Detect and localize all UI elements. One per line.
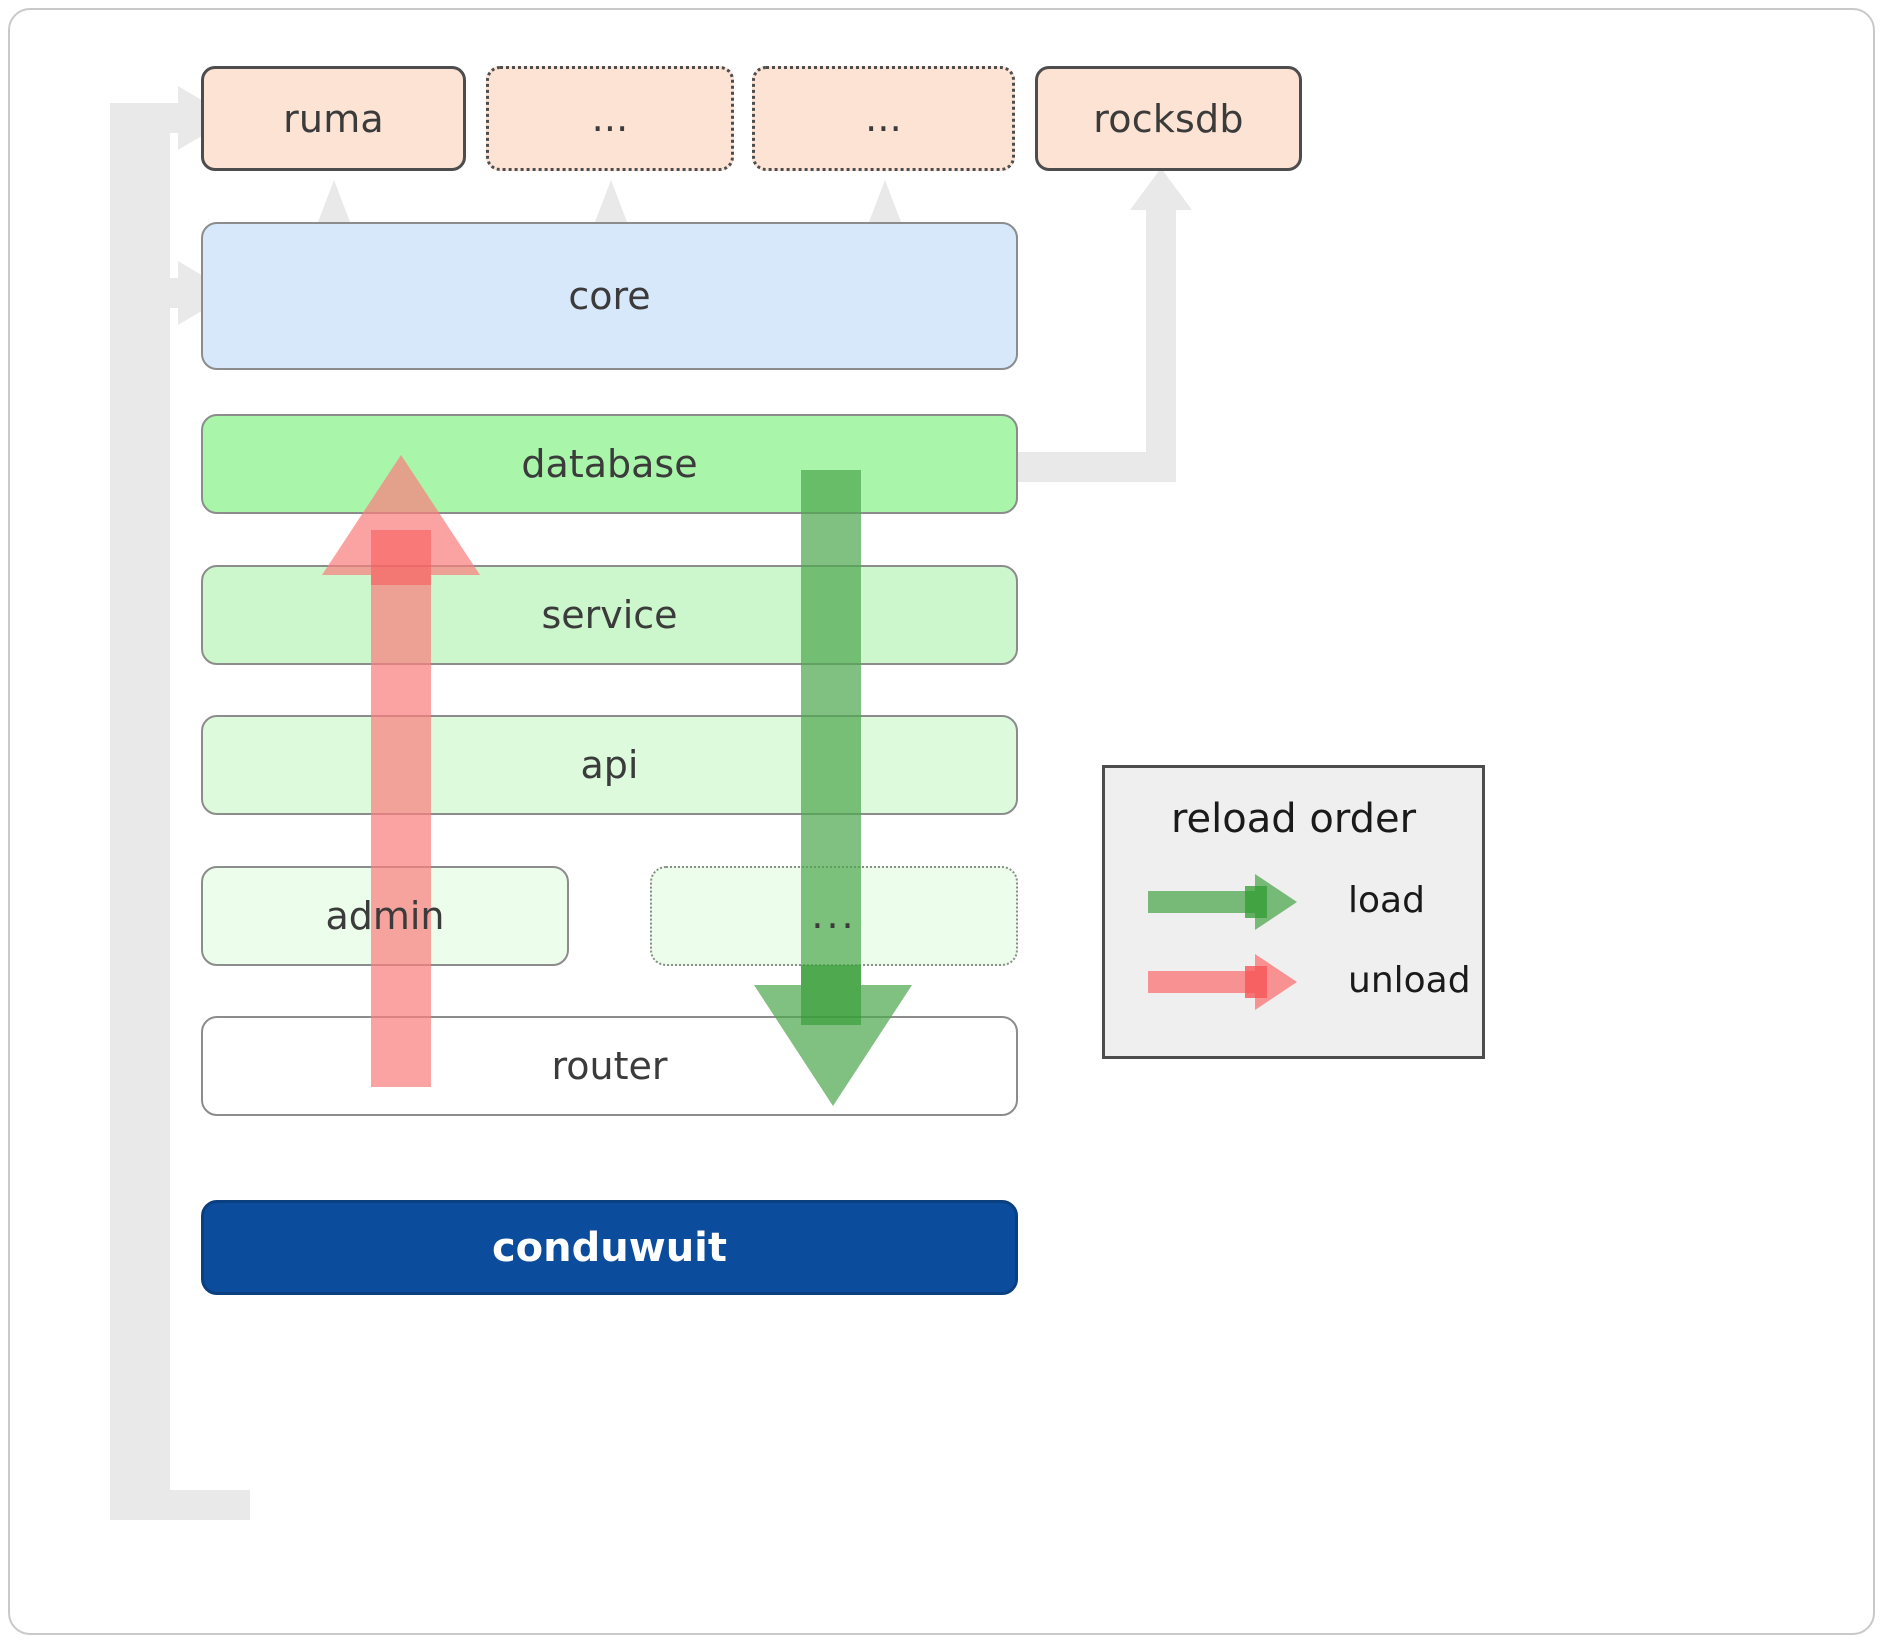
crate-label-dots1: ...	[591, 95, 629, 140]
layer-box-core[interactable]: core	[201, 222, 1018, 370]
layer-label-core: core	[568, 274, 651, 318]
legend-arrow-icons	[1148, 874, 1297, 1010]
crate-label-ruma: ruma	[283, 96, 384, 141]
layer-box-router[interactable]: router	[201, 1016, 1018, 1116]
legend-label-unload: unload	[1348, 960, 1471, 1001]
app-label-conduwuit: conduwuit	[491, 1224, 728, 1271]
layer-label-database: database	[521, 442, 698, 486]
legend-unload-arrow-icon	[1148, 954, 1297, 1010]
layer-box-admin[interactable]: admin	[201, 866, 569, 966]
layer-label-router: router	[551, 1044, 668, 1088]
layer-box-database[interactable]: database	[201, 414, 1018, 514]
legend-box: reload order load unload	[1102, 765, 1485, 1059]
crate-box-dots2[interactable]: ...	[752, 66, 1015, 171]
layer-box-more[interactable]: ...	[650, 866, 1018, 966]
legend-load-arrow-icon	[1148, 874, 1297, 930]
crate-label-rocksdb: rocksdb	[1093, 96, 1244, 141]
crate-box-dots1[interactable]: ...	[486, 66, 734, 171]
crate-box-rocksdb[interactable]: rocksdb	[1035, 66, 1302, 171]
app-box-conduwuit[interactable]: conduwuit	[201, 1200, 1018, 1295]
layer-box-service[interactable]: service	[201, 565, 1018, 665]
legend-title: reload order	[1170, 796, 1417, 842]
layer-label-admin: admin	[325, 894, 445, 938]
layer-label-service: service	[541, 593, 678, 637]
layer-box-api[interactable]: api	[201, 715, 1018, 815]
legend-label-load: load	[1348, 880, 1425, 921]
layer-label-more: ...	[811, 893, 857, 938]
crate-box-ruma[interactable]: ruma	[201, 66, 466, 171]
layer-label-api: api	[580, 743, 639, 787]
crate-label-dots2: ...	[865, 95, 902, 140]
